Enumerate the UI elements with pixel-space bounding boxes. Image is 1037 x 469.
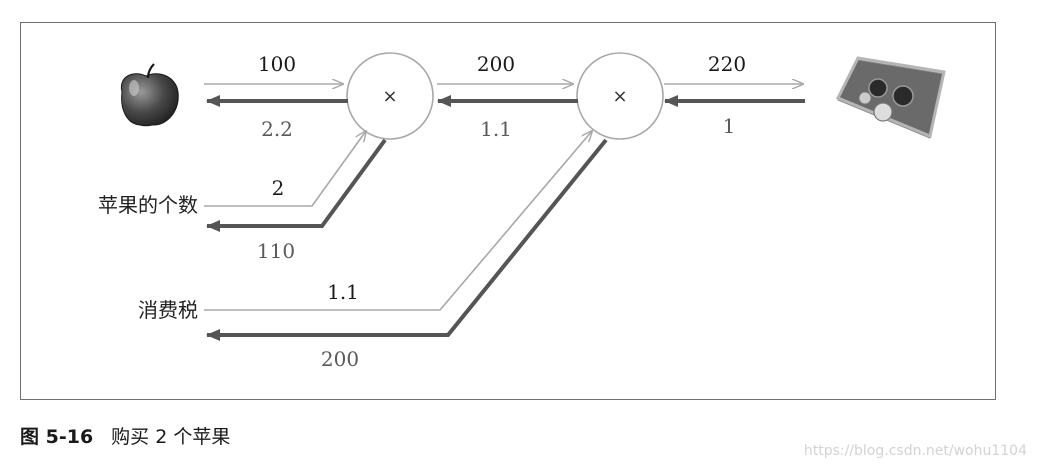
apple-icon <box>120 63 179 127</box>
operator-label: × <box>612 86 627 107</box>
forward-value-count: 2 <box>272 176 285 200</box>
backward-value-tax: 200 <box>321 347 359 371</box>
operator-label: × <box>382 86 397 107</box>
forward-value-output: 220 <box>708 52 746 76</box>
backward-arrow-count <box>206 138 387 232</box>
backward-value-apple: 2.2 <box>261 117 293 141</box>
forward-value-apple: 100 <box>258 52 296 76</box>
coin-tray-icon <box>835 56 946 139</box>
forward-value-tax: 1.1 <box>327 280 359 304</box>
figure-number: 图 5-16 <box>20 426 94 448</box>
forward-arrow-count <box>204 131 366 207</box>
forward-value-mul1: 200 <box>477 52 515 76</box>
figure-frame <box>20 22 996 400</box>
figure-title: 购买 2 个苹果 <box>111 426 231 448</box>
forward-arrow-tax <box>204 131 592 311</box>
multiply-node-2: × <box>576 52 664 140</box>
backward-value-output: 1 <box>723 114 736 138</box>
backward-value-mul1: 1.1 <box>480 117 512 141</box>
input-label-consumption-tax: 消费税 <box>138 298 198 322</box>
figure-caption: 图 5-16 购买 2 个苹果 <box>20 422 230 449</box>
backward-arrow-tax <box>206 138 608 341</box>
watermark: https://blog.csdn.net/wohu1104 <box>803 443 1027 459</box>
multiply-node-1: × <box>346 52 434 140</box>
backward-value-count: 110 <box>257 239 295 263</box>
input-label-apple-count: 苹果的个数 <box>98 193 198 217</box>
